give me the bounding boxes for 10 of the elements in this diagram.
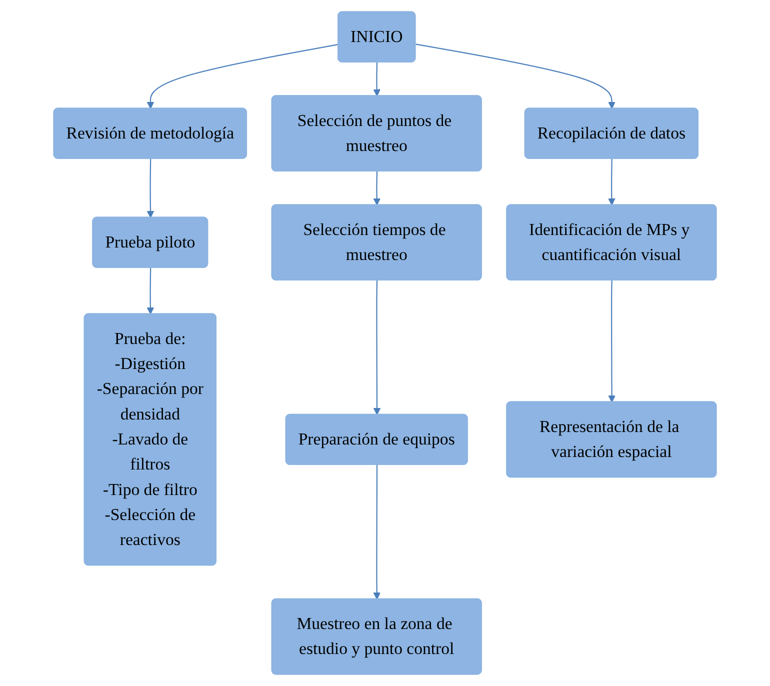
arrow bbox=[416, 44, 616, 109]
arrow bbox=[373, 280, 381, 416]
arrow bbox=[608, 158, 616, 206]
arrow bbox=[373, 62, 381, 96]
arrow bbox=[608, 280, 616, 402]
arrow bbox=[146, 158, 154, 218]
arrow bbox=[146, 268, 154, 314]
arrow bbox=[373, 465, 381, 600]
arrow bbox=[146, 44, 338, 109]
arrow bbox=[373, 171, 381, 206]
